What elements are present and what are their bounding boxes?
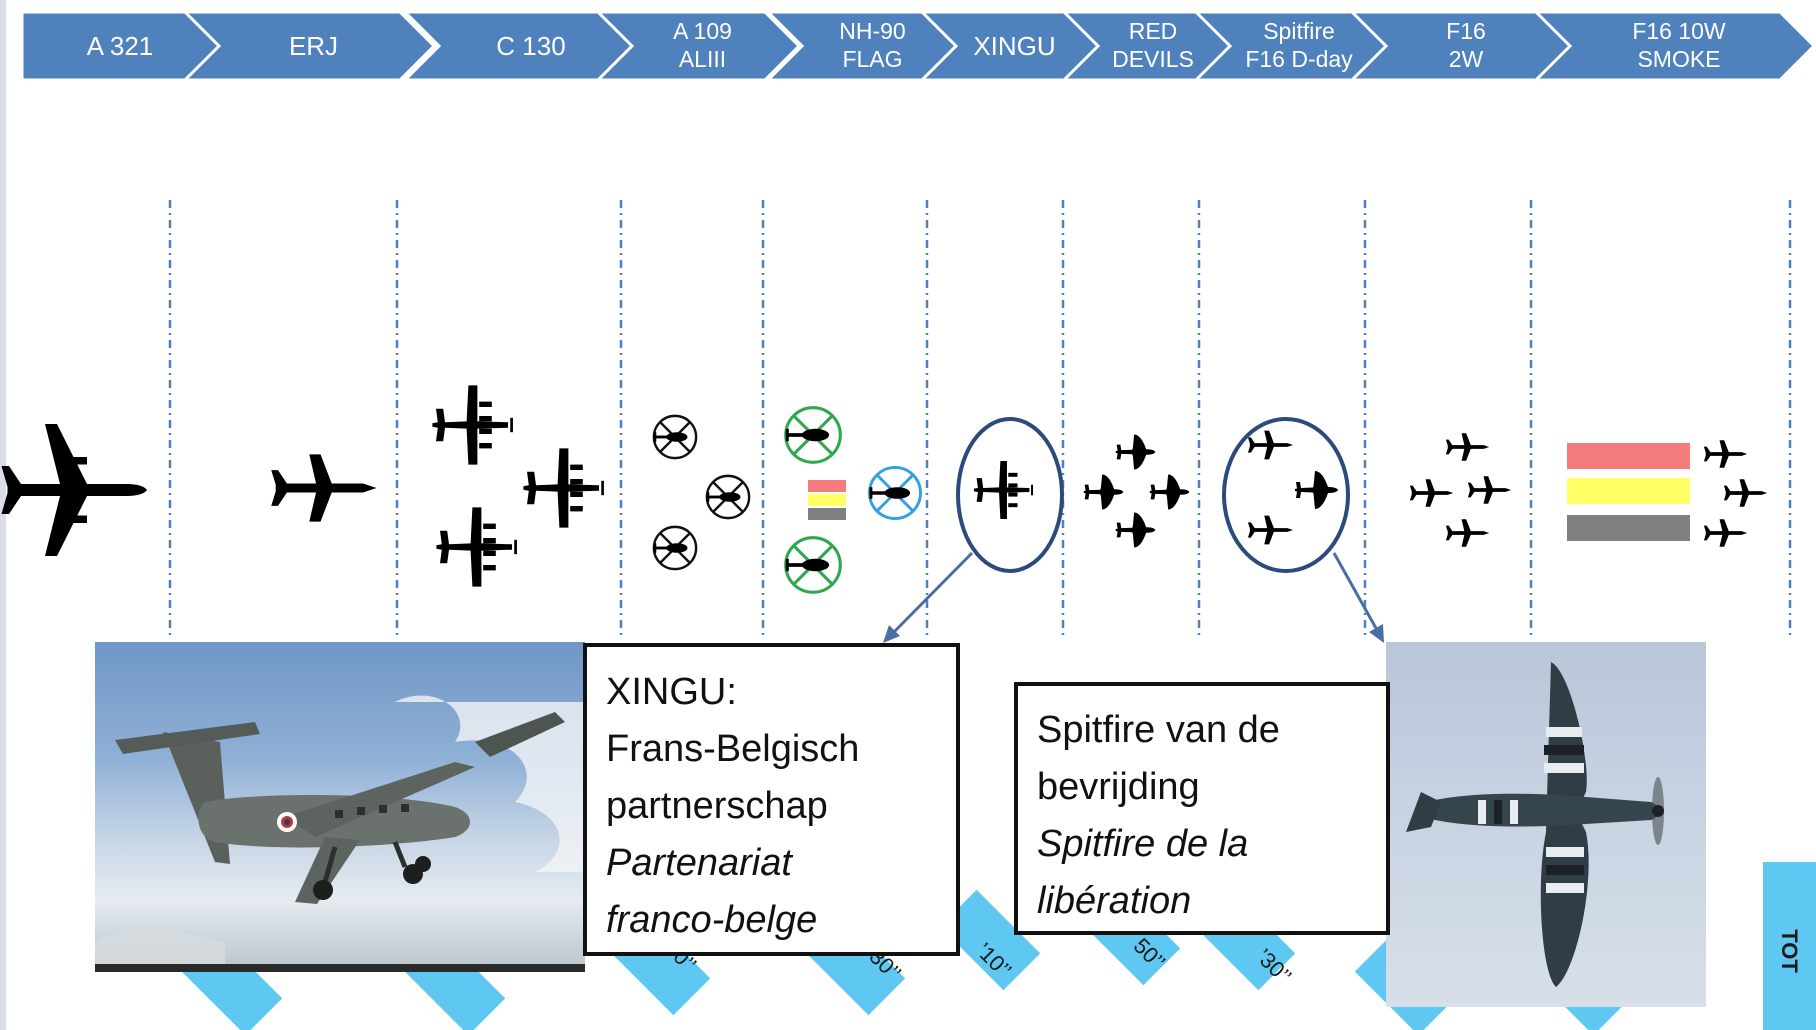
xingu-callout-french-2: franco-belge xyxy=(606,899,818,941)
propeller-plane-icon xyxy=(1115,512,1156,548)
propeller-plane-icon xyxy=(1115,434,1156,470)
propeller-plane-icon xyxy=(1083,474,1124,510)
timeline-chevron xyxy=(1532,10,1816,82)
smoke-band-red xyxy=(1567,443,1690,469)
timeline-chevron xyxy=(181,10,437,82)
timeline-chevron xyxy=(594,10,802,82)
spitfire-connector-line xyxy=(1332,552,1379,631)
left-edge-strip xyxy=(0,0,6,1030)
timeline-segment: ERJ xyxy=(181,10,437,82)
helicopter-icon xyxy=(868,466,922,520)
xingu-callout-title: XINGU: xyxy=(606,671,737,713)
helicopter-icon xyxy=(784,536,842,594)
xingu-callout-dutch-1: Frans-Belgisch xyxy=(606,728,860,770)
xingu-callout: XINGU: Frans-Belgisch partnerschap Parte… xyxy=(583,643,960,956)
timeline-label: F16 xyxy=(1446,18,1486,44)
spitfire-callout-dutch-2: bevrijding xyxy=(1037,766,1200,808)
timeline-label: A 321 xyxy=(87,31,154,61)
timeline-label: F16 10W xyxy=(1632,18,1726,44)
xingu-callout-dutch-2: partnerschap xyxy=(606,785,828,827)
transport-plane-icon xyxy=(522,447,604,529)
spitfire-callout-dutch-1: Spitfire van de xyxy=(1037,709,1280,751)
fighter-jet-icon xyxy=(1445,433,1490,461)
xingu-connector-arrowhead xyxy=(883,625,900,643)
fighter-jet-icon xyxy=(1467,476,1512,504)
propeller-plane-icon xyxy=(1149,474,1190,510)
smoke-band-yellow xyxy=(1567,478,1690,504)
spitfire-highlight-ring xyxy=(1222,417,1350,573)
spitfire-connector-arrowhead xyxy=(1369,624,1384,643)
xingu-aircraft-image xyxy=(95,695,585,972)
airliner-icon xyxy=(1,424,147,556)
xingu-highlight-ring xyxy=(956,417,1064,573)
time-marker-tab xyxy=(939,889,1041,991)
fighter-jet-icon xyxy=(1723,479,1768,507)
transport-plane-icon xyxy=(435,506,517,588)
helicopter-icon xyxy=(652,414,698,460)
smoke-flag xyxy=(1567,443,1690,541)
fighter-jet-icon xyxy=(1247,515,1294,545)
turboprop-icon xyxy=(972,459,1034,521)
tot-label: TOT xyxy=(1777,929,1802,973)
timeline-label: 2W xyxy=(1449,46,1484,72)
transport-plane-icon xyxy=(431,384,513,466)
spitfire-aircraft-image xyxy=(1406,662,1664,987)
timeline-label: A 109 xyxy=(673,18,732,44)
flag-band-yellow xyxy=(808,494,846,506)
timeline-label: ERJ xyxy=(289,31,338,61)
xingu-photo xyxy=(95,642,585,972)
timeline-label: C 130 xyxy=(496,31,565,61)
flag-band-black xyxy=(808,508,846,520)
timeline-label: DEVILS xyxy=(1112,46,1194,72)
fighter-jet-icon xyxy=(1703,440,1748,468)
helicopter-icon xyxy=(652,525,698,571)
helicopter-icon xyxy=(705,474,751,520)
spitfire-icon xyxy=(1295,471,1338,509)
timeline-label: Spitfire xyxy=(1263,18,1335,44)
xingu-connector-line xyxy=(891,551,974,635)
spitfire-callout-french-1: Spitfire de la xyxy=(1037,823,1249,865)
xingu-callout-french-1: Partenariat xyxy=(606,842,792,884)
timeline-label: XINGU xyxy=(973,31,1055,61)
timeline-label: ALIII xyxy=(679,46,726,72)
fighter-jet-icon xyxy=(1247,430,1294,460)
timeline-label: SMOKE xyxy=(1637,46,1720,72)
regional-jet-icon xyxy=(271,454,377,522)
timeline-label: NH-90 xyxy=(839,18,905,44)
helicopter-icon xyxy=(784,406,842,464)
nh90-small-flag xyxy=(808,480,846,520)
fighter-jet-icon xyxy=(1445,519,1490,547)
spitfire-callout: Spitfire van de bevrijding Spitfire de l… xyxy=(1014,682,1390,935)
tot-marker-tab xyxy=(1763,862,1816,1030)
spitfire-photo xyxy=(1386,642,1706,1007)
timeline-label: RED xyxy=(1129,18,1178,44)
timeline-label: FLAG xyxy=(842,46,902,72)
spitfire-callout-french-2: libération xyxy=(1037,880,1192,922)
flag-band-red xyxy=(808,480,846,492)
fighter-jet-icon xyxy=(1409,479,1454,507)
smoke-band-black xyxy=(1567,515,1690,541)
timeline-label: F16 D-day xyxy=(1245,46,1353,72)
fighter-jet-icon xyxy=(1703,519,1748,547)
